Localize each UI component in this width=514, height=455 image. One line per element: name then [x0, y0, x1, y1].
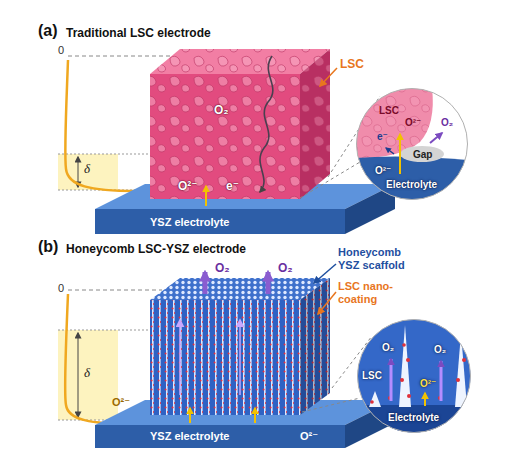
inner-oxygen-arrow	[239, 320, 241, 395]
lsc-pores	[300, 49, 330, 199]
thickness-symbol: δ	[84, 162, 90, 177]
zoom-ground	[356, 88, 468, 200]
lsc-region	[356, 88, 433, 160]
lsc-particle	[407, 394, 411, 398]
zoom-label: O₂	[441, 117, 453, 129]
lsc-particle	[456, 378, 460, 382]
zoom-label: e⁻	[377, 131, 388, 143]
zoom-line	[302, 398, 360, 412]
oxygen-arrow	[266, 272, 271, 294]
zero-line	[68, 290, 162, 291]
species-label: O²⁻	[112, 396, 130, 409]
axis-zero: 0	[58, 282, 64, 295]
material-label: LSC	[340, 58, 364, 72]
concentration-curve	[65, 60, 136, 191]
zoom-label: LSC	[379, 105, 399, 117]
lsc-particle	[402, 343, 406, 347]
layer-label: YSZ electrolyte	[150, 430, 229, 443]
oxygen-arrow	[440, 361, 443, 401]
panel-title: Honeycomb LSC-YSZ electrode	[66, 243, 246, 257]
electrolyte-region	[357, 405, 471, 433]
material-label: Honeycomb YSZ scaffold	[338, 246, 418, 271]
zoom-line	[300, 162, 360, 198]
lsc-particle	[400, 378, 404, 382]
scaffold-side	[300, 278, 330, 415]
electrolyte-front	[95, 425, 345, 448]
zoom-a-art	[356, 88, 468, 200]
scaffold-wall	[399, 325, 411, 407]
scaffold-front	[150, 300, 300, 415]
lsc-particle	[462, 358, 466, 362]
zoom-label: LSC	[362, 370, 382, 382]
panel-title: Traditional LSC electrode	[66, 27, 211, 41]
zoom-label: O₂	[382, 342, 394, 354]
zoom-b-art	[357, 319, 471, 433]
oxide-ion-arrow	[189, 408, 191, 423]
scaffold-shade	[300, 278, 330, 415]
species-label: O²⁻	[300, 430, 318, 443]
oxygen-arrow	[203, 272, 208, 294]
oxide-ion-arrow	[424, 393, 426, 406]
axis-zero: 0	[58, 44, 64, 57]
lsc-cube-top	[150, 49, 330, 74]
lsc-cube-front	[150, 74, 300, 199]
species-label: e⁻	[226, 180, 239, 194]
gas-diffusion-path	[260, 56, 273, 192]
zoom-label: O₂	[434, 344, 446, 356]
panel-b-art	[58, 264, 471, 448]
scaffold-top	[150, 278, 330, 300]
zoom-label: Electrolyte	[386, 179, 437, 191]
panel-a-art	[58, 49, 468, 234]
scaffold-wall	[369, 391, 381, 407]
species-label: O₂	[214, 104, 229, 118]
oxide-ion-arrow	[205, 186, 207, 206]
lsc-particle	[406, 358, 410, 362]
panel-letter: (b)	[38, 238, 58, 256]
oxygen-arrow	[430, 133, 442, 143]
zoom-ground	[357, 319, 471, 433]
thickness-arrow	[78, 333, 79, 417]
oxide-ion-arrow	[254, 408, 256, 423]
oxygen-arrow	[390, 359, 393, 401]
lsc-pores	[150, 49, 330, 74]
zoom-circle: O₂ O₂ LSC O²⁻ Electrolyte	[357, 319, 471, 433]
leader-line	[314, 264, 336, 283]
electrolyte-front	[95, 209, 345, 234]
bound-line	[58, 330, 148, 331]
zoom-label: O²⁻	[375, 165, 391, 177]
inner-oxygen-arrow	[179, 320, 181, 395]
gap-region	[400, 146, 444, 162]
scaffold-wall	[455, 333, 467, 407]
lsc-cube-side	[300, 49, 330, 199]
species-label: O₂	[278, 262, 293, 276]
lsc-pores	[150, 74, 300, 199]
lsc-pores	[356, 88, 433, 160]
leader-line	[318, 292, 336, 314]
zoom-label: O²⁻	[420, 378, 436, 390]
lsc-particle	[370, 400, 374, 404]
layer-label: YSZ electrolyte	[150, 216, 229, 229]
zoom-label: Electrolyte	[388, 412, 439, 424]
oxide-ion-arrow	[399, 134, 401, 174]
electrolyte-region	[356, 156, 468, 200]
zoom-label: Gap	[413, 149, 432, 161]
thickness-symbol: δ	[84, 366, 90, 381]
electron-arrow	[386, 148, 394, 154]
species-label: O₂	[215, 262, 230, 276]
zoom-label: O²⁻	[405, 117, 421, 129]
zero-line	[68, 56, 170, 57]
material-label: LSC nano-coating	[338, 280, 418, 305]
leader-line	[320, 68, 337, 86]
zoom-circle: LSCO²⁻e⁻O₂GapO²⁻Electrolyte	[356, 88, 468, 200]
panel-letter: (a)	[38, 22, 58, 40]
species-label: O²⁻	[178, 180, 198, 194]
concentration-curve	[65, 294, 136, 424]
bound-line	[58, 154, 148, 155]
